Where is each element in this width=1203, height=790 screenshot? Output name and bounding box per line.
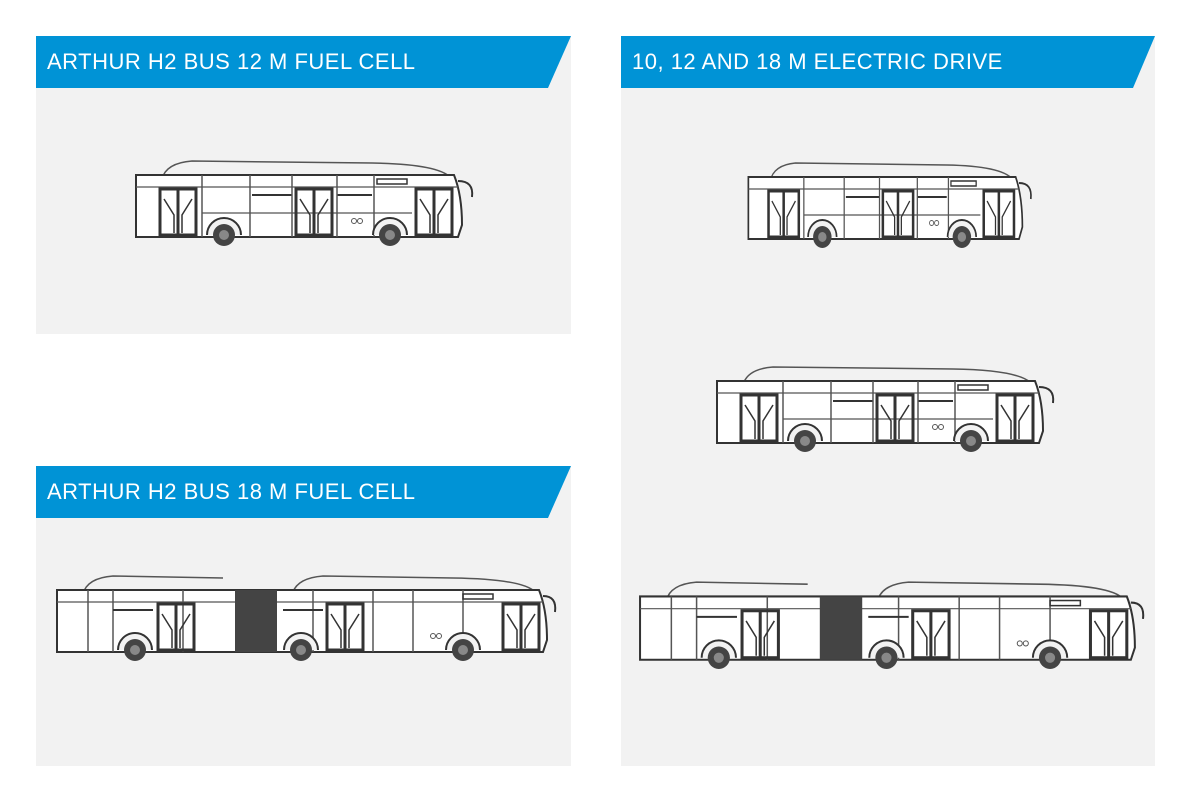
panel-fuel-cell-18m: ARTHUR H2 BUS 18 M FUEL CELL [36, 466, 571, 766]
bus-18m-fuel-cell-illustration [53, 570, 558, 662]
bus-18m-electric-illustration [636, 576, 1146, 670]
panel-electric-drive: 10, 12 AND 18 M ELECTRIC DRIVE [621, 36, 1155, 766]
panel-title-electric-drive: 10, 12 AND 18 M ELECTRIC DRIVE [621, 36, 1155, 88]
panel-title-fuel-cell-12m: ARTHUR H2 BUS 12 M FUEL CELL [36, 36, 571, 88]
panel-fuel-cell-12m: ARTHUR H2 BUS 12 M FUEL CELL [36, 36, 571, 334]
bus-12m-electric-illustration [713, 361, 1058, 453]
panel-title-fuel-cell-18m: ARTHUR H2 BUS 18 M FUEL CELL [36, 466, 571, 518]
bus-10m-electric-illustration [745, 157, 1035, 249]
bus-12m-fuel-cell-illustration [132, 155, 477, 247]
